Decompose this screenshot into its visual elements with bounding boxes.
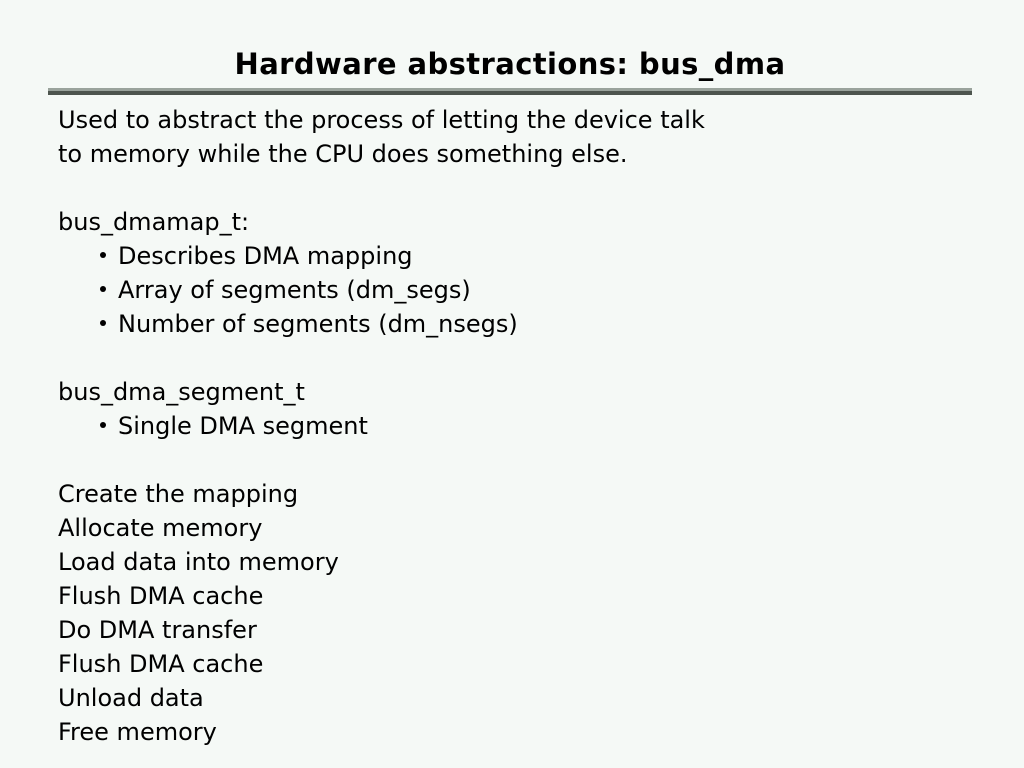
list-item: Describes DMA mapping: [58, 239, 988, 273]
step-line: Load data into memory: [58, 548, 339, 576]
step-line: Unload data: [58, 684, 204, 712]
list-item-label: Number of segments (dm_nsegs): [118, 310, 518, 338]
divider-shadow-band: [48, 91, 972, 95]
bullet-icon: [100, 422, 106, 428]
intro-line-2: to memory while the CPU does something e…: [58, 140, 628, 168]
step-line: Free memory: [58, 718, 217, 746]
list-item-label: Single DMA segment: [118, 412, 368, 440]
title-divider: [48, 88, 972, 95]
list-item: Single DMA segment: [58, 409, 988, 443]
list-item: Array of segments (dm_segs): [58, 273, 988, 307]
spacer-after-intro: [58, 171, 988, 205]
list-item-label: Describes DMA mapping: [118, 242, 413, 270]
page-title: Hardware abstractions: bus_dma: [234, 47, 786, 81]
section-heading-bus-dma-segment-t: bus_dma_segment_t: [58, 378, 305, 406]
bullet-icon: [100, 286, 106, 292]
section-heading-bus-dmamap-t: bus_dmamap_t:: [58, 208, 250, 236]
step-line: Create the mapping: [58, 480, 299, 508]
slide-body: Used to abstract the process of letting …: [58, 103, 988, 749]
bullet-icon: [100, 320, 106, 326]
list-item-label: Array of segments (dm_segs): [118, 276, 471, 304]
step-line: Flush DMA cache: [58, 582, 264, 610]
step-line: Do DMA transfer: [58, 616, 257, 644]
spacer-after-section-2: [58, 443, 988, 477]
step-line: Allocate memory: [58, 514, 263, 542]
spacer-after-section-1: [58, 341, 988, 375]
divider-highlight-band: [48, 88, 972, 91]
bullet-icon: [100, 252, 106, 258]
list-item: Number of segments (dm_nsegs): [58, 307, 988, 341]
intro-line-1: Used to abstract the process of letting …: [58, 106, 705, 134]
step-line: Flush DMA cache: [58, 650, 264, 678]
